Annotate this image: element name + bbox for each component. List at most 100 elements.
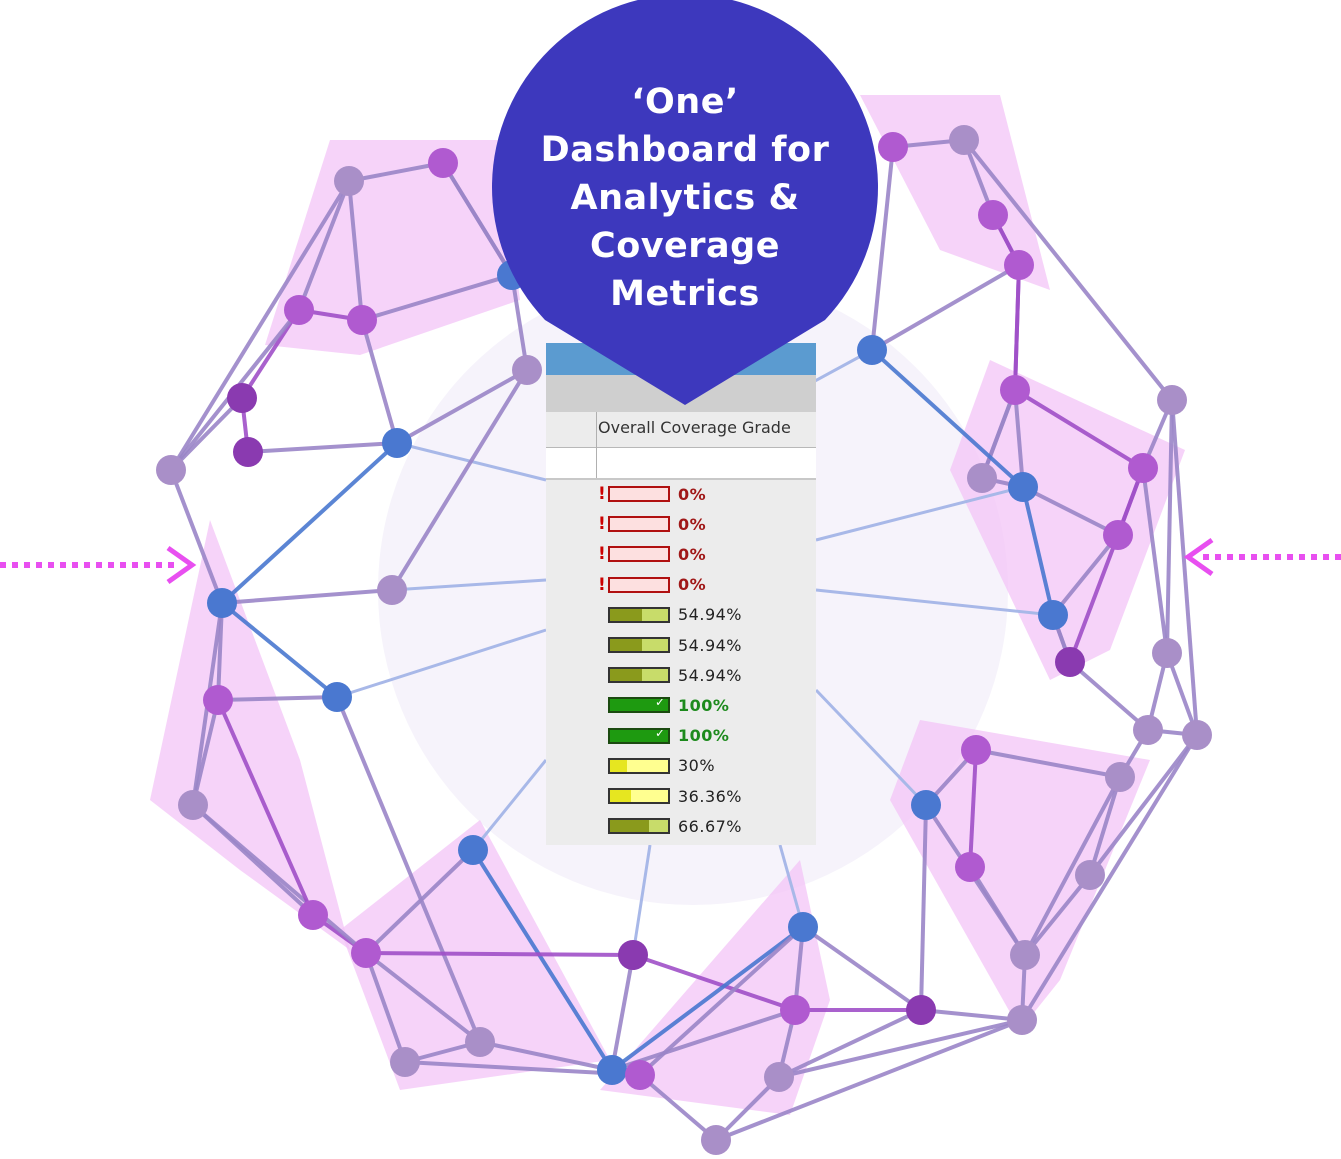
graph-edge — [1023, 873, 1092, 957]
grade-value: 0% — [678, 575, 707, 595]
grade-value: 0% — [678, 484, 707, 504]
graph-edge — [169, 396, 244, 472]
grade-row: ✓ 100% — [598, 694, 729, 716]
graph-node — [597, 1055, 627, 1085]
graph-edge — [348, 161, 444, 183]
graph-edge — [297, 180, 351, 311]
graph-node — [701, 1125, 731, 1155]
graph-edge — [870, 348, 1025, 489]
progress-bar: ✓ — [608, 727, 670, 744]
progress-bar — [608, 788, 670, 804]
graph-node — [322, 682, 352, 712]
graph-node — [906, 995, 936, 1025]
graph-edge — [361, 273, 513, 322]
graph-node — [1128, 453, 1158, 483]
graph-node — [351, 938, 381, 968]
filter-row — [546, 448, 816, 480]
graph-edge — [1051, 533, 1120, 617]
graph-node — [227, 383, 257, 413]
graph-node — [428, 148, 458, 178]
progress-fill — [610, 759, 628, 772]
graph-edge — [975, 748, 1121, 779]
graph-node — [298, 900, 328, 930]
callout-line: Coverage — [590, 226, 780, 266]
graph-node — [1010, 940, 1040, 970]
graph-node — [788, 912, 818, 942]
grade-value: 30% — [678, 756, 716, 776]
progress-bar — [608, 757, 670, 774]
column-header-coverage-grade[interactable]: Overall Coverage Grade — [598, 418, 791, 437]
callout-pin-shape — [492, 0, 878, 405]
grade-row: !0% — [598, 543, 706, 565]
graph-edge — [1013, 264, 1021, 391]
graph-node — [1133, 715, 1163, 745]
shaded-cluster — [890, 720, 1150, 1030]
shaded-cluster — [265, 140, 520, 355]
graph-edge — [1021, 486, 1055, 616]
arrow-right-icon — [166, 545, 197, 585]
graph-node — [1004, 250, 1034, 280]
graph-edge — [441, 161, 514, 277]
check-icon: ✓ — [654, 697, 665, 710]
graph-node — [203, 685, 233, 715]
graph-node — [764, 1062, 794, 1092]
graph-node — [347, 305, 377, 335]
check-icon: ✓ — [654, 727, 665, 740]
warning-icon: ! — [598, 574, 606, 595]
graph-node — [334, 166, 364, 196]
progress-fill — [610, 669, 642, 682]
progress-fill — [610, 639, 642, 651]
graph-node — [1157, 385, 1187, 415]
grade-value: 66.67% — [678, 816, 743, 836]
graph-edge — [610, 925, 805, 1072]
graph-edge — [247, 441, 398, 454]
graph-node — [967, 463, 997, 493]
callout-line: Metrics — [610, 274, 760, 314]
graph-edge — [396, 368, 528, 445]
graph-node — [949, 125, 979, 155]
graph-edge — [801, 925, 923, 1012]
graph-edge — [365, 951, 634, 957]
spoke-edge — [471, 759, 548, 851]
spoke-edge — [814, 688, 928, 807]
grade-row: ✓100% — [598, 725, 729, 747]
graph-edge — [1013, 388, 1145, 470]
graph-edge — [1023, 776, 1122, 956]
graph-node — [857, 335, 887, 365]
spoke-edge — [815, 485, 1024, 542]
graph-node — [1075, 860, 1105, 890]
callout-title: ‘One’ Dashboard for Analytics & Coverage… — [505, 78, 865, 318]
graph-edge — [870, 263, 1021, 352]
shaded-cluster — [150, 520, 350, 950]
graph-edge — [778, 1018, 1023, 1079]
callout-line: Dashboard for — [540, 130, 830, 170]
warning-icon: ! — [598, 544, 606, 565]
grade-value: 0% — [678, 514, 707, 534]
graph-node — [1000, 375, 1030, 405]
grade-row: 54.94% — [598, 604, 742, 626]
graph-edge — [870, 146, 895, 351]
progress-bar — [608, 818, 670, 835]
graph-node — [1152, 638, 1182, 668]
graph-edge — [169, 469, 224, 604]
graph-node — [377, 575, 407, 605]
progress-bar — [608, 486, 670, 502]
graph-node — [978, 200, 1008, 230]
graph-edge — [1020, 733, 1199, 1022]
grade-value: 100% — [678, 695, 730, 715]
graph-edge — [715, 1018, 1023, 1142]
graph-edge — [1170, 399, 1199, 736]
grade-value: 54.94% — [678, 635, 743, 655]
graph-node — [1105, 762, 1135, 792]
graph-node — [1007, 1005, 1037, 1035]
progress-bar — [608, 606, 670, 623]
graph-node — [618, 940, 648, 970]
graph-edge — [191, 803, 368, 955]
graph-node — [465, 1027, 495, 1057]
graph-node — [911, 790, 941, 820]
graph-node — [1008, 472, 1038, 502]
graph-edge — [980, 389, 1017, 479]
